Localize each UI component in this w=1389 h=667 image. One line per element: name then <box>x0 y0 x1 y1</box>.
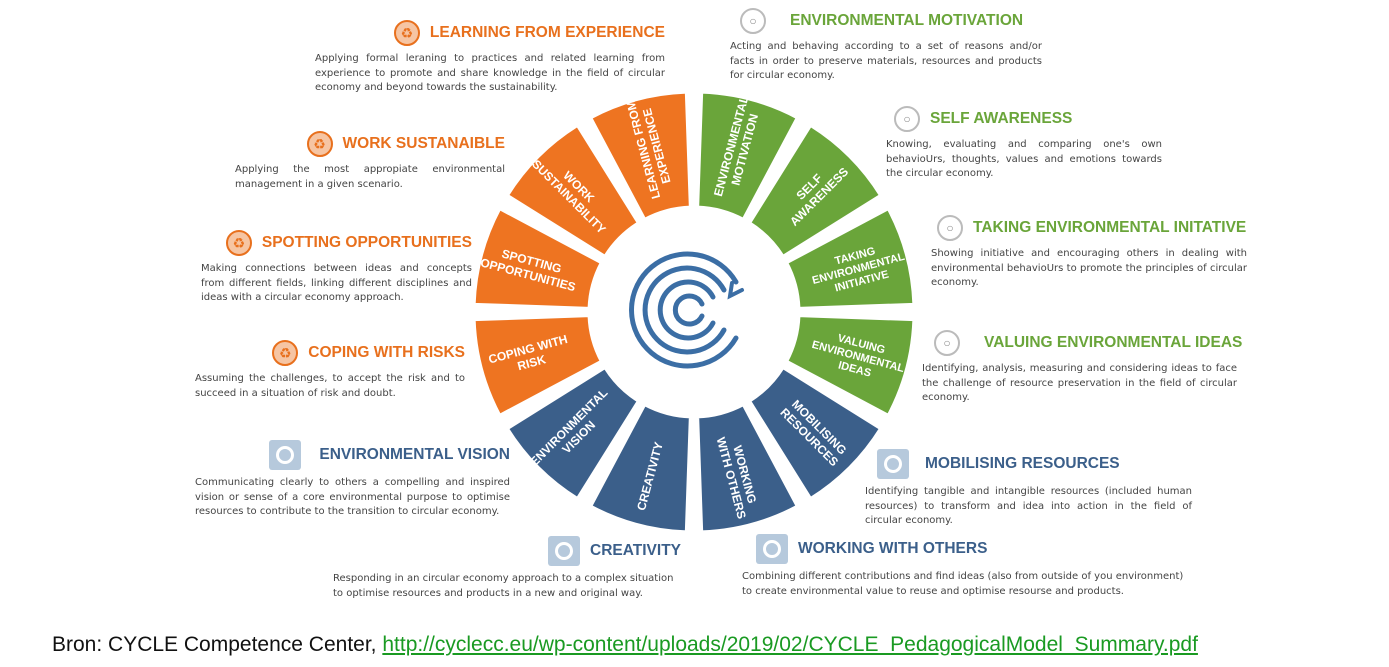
circle-arrow-icon <box>269 440 302 470</box>
competence-self-awareness: ○ SELF AWARENESS Knowing, evaluating and… <box>886 106 1162 182</box>
circle-arrow-icon <box>756 534 788 564</box>
competence-work-sustainable: ♻ WORK SUSTANAIBLE Applying the most app… <box>235 131 505 192</box>
competence-title: ENVIRONMENTAL MOTIVATION <box>790 12 1024 29</box>
competence-learning: ♻ LEARNING FROM EXPERIENCE Applying form… <box>315 20 665 96</box>
wheel-segment-learning-from-experience <box>589 90 692 221</box>
cycle-logo <box>629 251 744 369</box>
competence-description: Combining different contributions and fi… <box>742 571 1184 597</box>
competence-description: Responding in an circular economy approa… <box>333 573 674 599</box>
wheel-segment-coping-with-risk <box>472 314 603 417</box>
competence-description: Acting and behaving according to a set o… <box>730 41 1042 81</box>
wheel-segment-environmental-vision <box>505 366 640 501</box>
competence-title: MOBILISING RESOURCES <box>925 455 1120 472</box>
lightbulb-icon: ○ <box>937 215 963 241</box>
competence-coping-with-risks: ♻ COPING WITH RISKS Assuming the challen… <box>195 340 465 401</box>
competence-creativity: CREATIVITY Responding in an circular eco… <box>333 536 683 601</box>
competence-title: CREATIVITY <box>590 542 681 559</box>
competence-description: Communicating clearly to others a compel… <box>195 477 510 517</box>
competence-working-with-others: WORKING WITH OTHERS Combining different … <box>742 534 1192 599</box>
source-citation: Bron: CYCLE Competence Center, http://cy… <box>52 633 1198 657</box>
competence-title: ENVIRONMENTAL VISION <box>319 446 510 463</box>
competence-title: WORK SUSTANAIBLE <box>342 135 505 152</box>
wheel-segment-mobilising-resources <box>748 366 883 501</box>
wheel-segment-taking-environmental-initiative <box>785 207 916 310</box>
competence-description: Assuming the challenges, to accept the r… <box>195 373 465 399</box>
lightbulb-icon: ○ <box>894 106 920 132</box>
competence-description: Applying formal leraning to practices an… <box>315 53 665 93</box>
wheel-segment-work-sustainability <box>505 123 640 258</box>
recycle-icon: ♻ <box>272 340 299 366</box>
lightbulb-icon: ○ <box>740 8 766 34</box>
lightbulb-icon: ○ <box>934 330 960 356</box>
competence-description: Knowing, evaluating and comparing one's … <box>886 139 1162 179</box>
wheel-segment-environmental-motivation <box>696 90 799 221</box>
recycle-icon: ♻ <box>306 131 333 157</box>
competence-environmental-motivation: ○ ENVIRONMENTAL MOTIVATION Acting and be… <box>730 8 1042 84</box>
competence-description: Identifying, analysis, measuring and con… <box>922 363 1237 403</box>
competence-title: COPING WITH RISKS <box>308 344 465 361</box>
competence-description: Making connections between ideas and con… <box>201 263 472 303</box>
wheel-segment-working-with-others <box>696 403 799 534</box>
wheel-segment-self-awareness <box>748 123 883 258</box>
recycle-icon: ♻ <box>393 20 420 46</box>
competence-title: SELF AWARENESS <box>930 110 1073 127</box>
wheel-segment-spotting-opportunities <box>472 207 603 310</box>
circle-arrow-icon <box>548 536 580 566</box>
competence-title: WORKING WITH OTHERS <box>798 540 988 557</box>
competence-description: Showing initiative and encouraging other… <box>931 248 1247 288</box>
competence-description: Identifying tangible and intangible reso… <box>865 486 1192 526</box>
competence-title: LEARNING FROM EXPERIENCE <box>429 24 665 41</box>
circle-arrow-icon <box>877 449 909 479</box>
competence-spotting-opportunities: ♻ SPOTTING OPPORTUNITIES Making connecti… <box>201 230 472 306</box>
wheel-segment-creativity <box>589 403 692 534</box>
competence-title: VALUING ENVIRONMENTAL IDEAS <box>984 334 1243 351</box>
competence-mobilising-resources: MOBILISING RESOURCES Identifying tangibl… <box>865 449 1192 529</box>
competence-title: TAKING ENVIRONMENTAL INITATIVE <box>973 219 1247 236</box>
competence-description: Applying the most appropiate environment… <box>235 164 505 190</box>
competence-taking-environmental-initiative: ○ TAKING ENVIRONMENTAL INITATIVE Showing… <box>931 215 1247 291</box>
competence-environmental-vision: ENVIRONMENTAL VISION Communicating clear… <box>195 440 510 520</box>
competence-valuing-environmental-ideas: ○ VALUING ENVIRONMENTAL IDEAS Identifyin… <box>922 330 1242 406</box>
competence-title: SPOTTING OPPORTUNITIES <box>261 234 472 251</box>
recycle-icon: ♻ <box>225 230 252 256</box>
wheel-segment-valuing-environmental-ideas <box>785 314 916 417</box>
source-link[interactable]: http://cyclecc.eu/wp-content/uploads/201… <box>382 633 1198 656</box>
source-prefix: Bron: CYCLE Competence Center, <box>52 633 383 656</box>
